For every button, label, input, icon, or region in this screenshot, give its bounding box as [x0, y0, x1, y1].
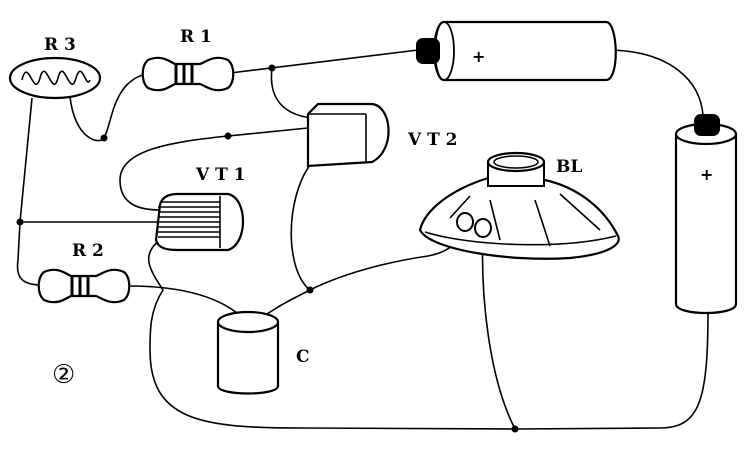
wire-vt1-bottom	[147, 239, 709, 430]
wire-vt2-vt1	[119, 127, 309, 211]
label-r3: R 3	[44, 35, 76, 55]
speaker-frame-line	[449, 195, 471, 219]
battery-right: +	[674, 114, 738, 315]
speaker-frame-line	[489, 199, 501, 241]
transistor-vt2-body	[306, 102, 390, 168]
transistor-vt1-hatch	[158, 201, 220, 238]
resistor-r2: R 2	[37, 241, 131, 304]
resistor-r2-body	[37, 268, 131, 304]
speaker-magnet-ring	[493, 155, 539, 169]
speaker-frame-line	[424, 231, 617, 246]
battery-right-body	[674, 134, 738, 315]
battery-top-terminal	[416, 38, 440, 64]
wire-r3-vt1	[19, 97, 162, 223]
wire-battery-battery	[611, 49, 704, 116]
wire-vt2-c	[290, 164, 311, 291]
capacitor-c: C	[216, 310, 310, 395]
label-bl: BL	[556, 157, 582, 177]
wire-rail-r2	[16, 221, 43, 286]
transistor-vt1: V T 1	[154, 165, 246, 252]
junction-node	[511, 425, 519, 433]
wire-node-vt2	[270, 67, 313, 119]
capacitor-top	[216, 310, 280, 334]
speaker-cone	[418, 176, 620, 260]
speaker-terminal	[456, 212, 474, 232]
junction-node	[16, 218, 24, 226]
battery-top-body	[433, 20, 617, 82]
battery-right-terminal	[694, 114, 720, 136]
speaker-frame-line	[559, 193, 601, 231]
junction-node	[224, 132, 232, 140]
junction-node	[306, 286, 314, 294]
label-vt1: V T 1	[195, 165, 246, 185]
speaker-frame-line	[534, 199, 551, 247]
junction-node	[100, 134, 108, 142]
figure-number: ②	[52, 360, 75, 390]
label-r2: R 2	[72, 241, 104, 261]
label-r1: R 1	[180, 27, 212, 47]
resistor-r1-body	[141, 56, 235, 92]
junction-nodes	[16, 64, 519, 433]
label-vt2: V T 2	[407, 130, 458, 150]
capacitor-body	[216, 322, 280, 395]
label-c: C	[296, 347, 310, 367]
potentiometer-body	[8, 56, 102, 100]
battery-top-plus: +	[472, 47, 485, 66]
potentiometer-track	[21, 70, 91, 86]
speaker-terminal	[474, 218, 492, 238]
wires	[16, 49, 709, 430]
wire-r1-battery	[229, 49, 419, 74]
resistor-r1: R 1	[141, 27, 235, 92]
junction-node	[268, 64, 276, 72]
potentiometer-r3: R 3	[8, 35, 102, 100]
speaker-bl: BL	[418, 151, 620, 260]
battery-top: +	[416, 20, 617, 82]
battery-right-plus: +	[700, 165, 713, 184]
transistor-vt2: V T 2	[306, 102, 458, 168]
